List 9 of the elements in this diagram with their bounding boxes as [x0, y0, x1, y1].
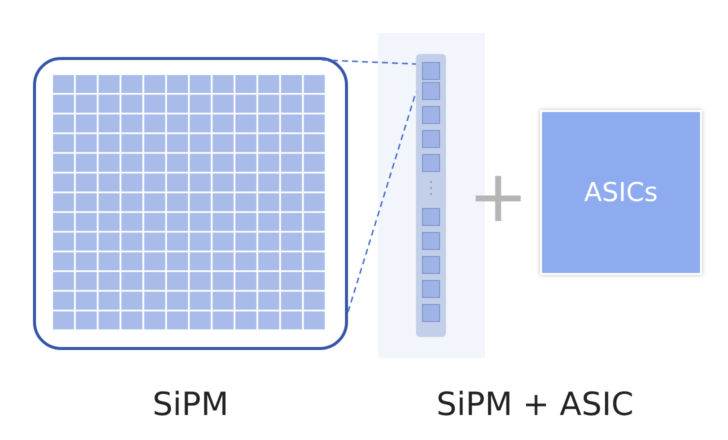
dashed-connector	[347, 92, 417, 312]
pixel-array-frame	[33, 57, 348, 350]
pixel-strip	[416, 54, 446, 337]
plus-sign: +	[468, 160, 528, 232]
node-label: SiPM	[151, 385, 230, 423]
dashed-connector	[322, 59, 416, 65]
caption: SiPM + ASIC	[435, 385, 635, 423]
asic-box	[540, 110, 702, 275]
box-label: ASICs	[584, 178, 658, 208]
